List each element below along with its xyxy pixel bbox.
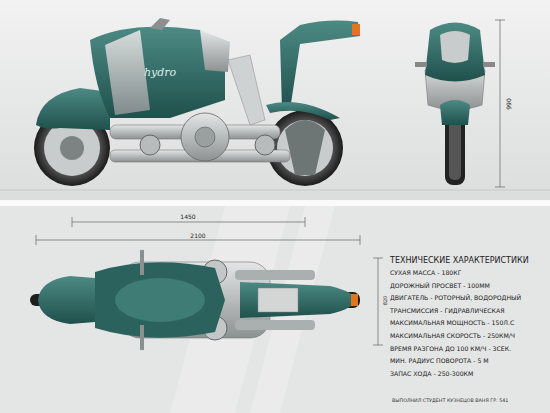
dimension-lines <box>36 217 383 345</box>
side-view <box>34 18 360 186</box>
front-view <box>415 20 505 187</box>
spec-line: МАКСИМАЛЬНАЯ МОЩНОСТЬ - 150Л.С <box>390 320 514 326</box>
spec-line: ВРЕМЯ РАЗГОНА ДО 100 КМ/Ч - 3СЕК. <box>390 346 511 352</box>
ground-line <box>0 190 550 191</box>
author-note: ВЫПОЛНИЛ СТУДЕНТ КУЗНЕЦОВ ВАНЯ ГР. 541 <box>392 399 508 404</box>
lower-panel <box>0 206 550 413</box>
spec-line: ТРАНСМИССИЯ - ГИДРАВЛИЧЕСКАЯ <box>390 308 505 314</box>
spec-line: МИН. РАДИУС ПОВОРОТА - 5 М <box>390 358 489 364</box>
spec-line: ДВИГАТЕЛЬ - РОТОРНЫЙ, ВОДОРОДНЫЙ <box>390 295 521 301</box>
dimension-value: 2100 <box>190 233 205 239</box>
spec-line: ЗАПАС ХОДА - 250-300КМ <box>390 371 473 377</box>
dimension-value: 1450 <box>180 214 195 220</box>
top-view <box>30 250 360 350</box>
upper-panel <box>0 0 550 200</box>
dimension-value: 820 <box>383 295 388 305</box>
divider <box>0 200 550 206</box>
logo-text: hydro <box>144 67 176 78</box>
spec-line: СУХАЯ МАССА - 180КГ <box>390 270 461 276</box>
dimension-value: 990 <box>506 98 512 109</box>
spec-heading: ТЕХНИЧЕСКИЕ ХАРАКТЕРИСТИКИ <box>390 257 529 265</box>
spec-line: МАКСИМАЛЬНАЯ СКОРОСТЬ - 250КМ/Ч <box>390 333 515 339</box>
spec-line: ДОРОЖНЫЙ ПРОСВЕТ - 100ММ <box>390 283 490 289</box>
